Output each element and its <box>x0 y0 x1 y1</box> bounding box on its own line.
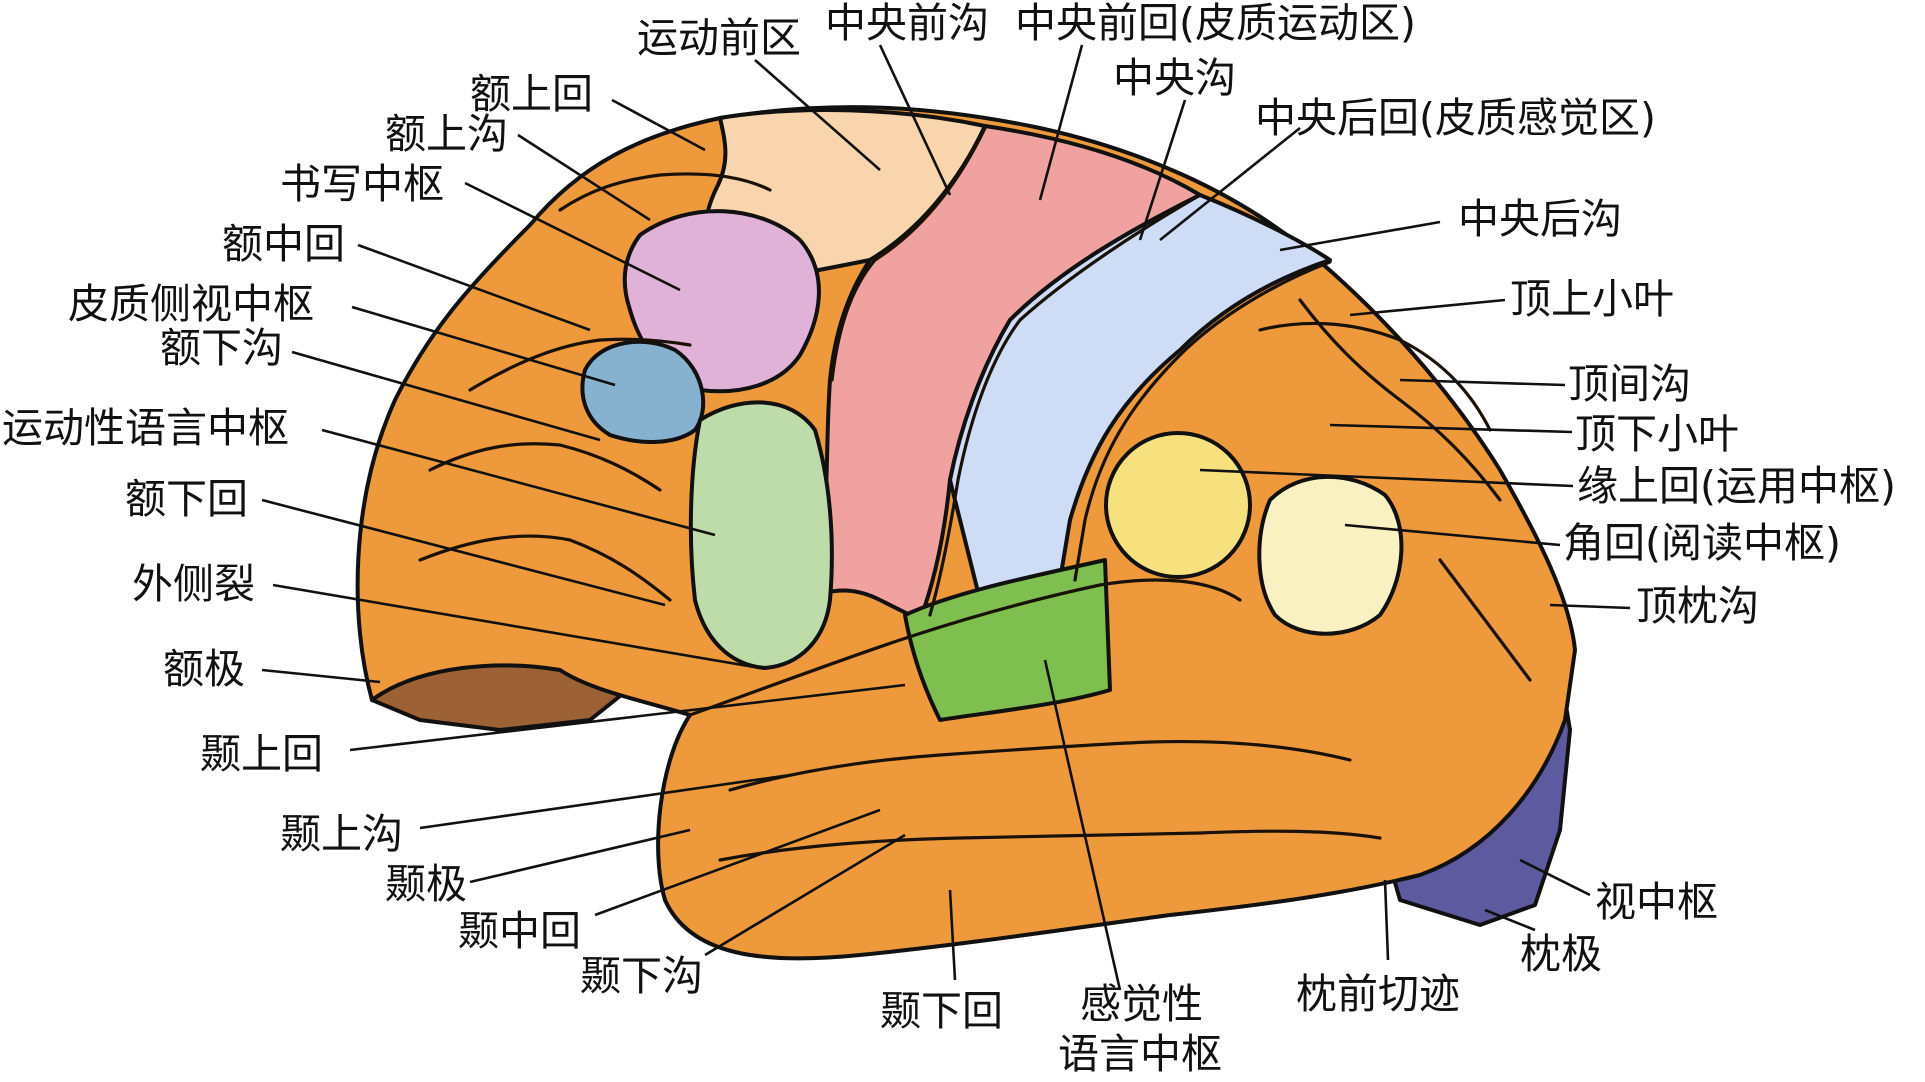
label-inferior-temporal-sulcus: 颞下沟 <box>580 952 703 1000</box>
label-precentral-gyrus: 中央前回(皮质运动区) <box>1015 0 1416 47</box>
leader-lateral-sulcus <box>272 583 761 670</box>
label-angular-gyrus: 角回(阅读中枢) <box>1563 519 1841 567</box>
leader-sensory-speech-center <box>1043 659 1122 991</box>
postcentral-gyrus-region <box>948 193 1332 602</box>
leader-postcentral-gyrus <box>1159 126 1301 242</box>
sensory-speech-center-region <box>903 558 1112 722</box>
leader-superior-frontal-gyrus <box>611 98 706 152</box>
parieto-occipital-sulcus-line <box>1438 558 1532 682</box>
label-superior-parietal-lobule: 顶上小叶 <box>1510 275 1674 323</box>
leader-visual-center <box>1519 858 1591 897</box>
leader-angular-gyrus <box>1344 523 1561 547</box>
leader-central-sulcus <box>1138 99 1187 241</box>
leader-parieto-occipital-sulcus <box>1549 603 1631 610</box>
label-superior-frontal-sulcus: 额上沟 <box>385 110 508 158</box>
lateral-sulcus-line <box>688 578 1242 717</box>
superior-temporal-sulcus-line <box>728 739 1352 792</box>
label-intraparietal-sulcus: 顶间沟 <box>1568 360 1691 408</box>
label-inferior-temporal-gyrus: 颞下回 <box>880 987 1003 1035</box>
leader-superior-temporal-gyrus <box>349 683 906 752</box>
label-superior-temporal-gyrus: 颞上回 <box>200 730 323 778</box>
label-precentral-sulcus: 中央前沟 <box>825 0 989 47</box>
leader-superior-temporal-sulcus <box>419 773 791 830</box>
sulci-lines <box>418 126 1532 862</box>
leader-lines <box>261 44 1631 991</box>
leader-superior-parietal-lobule <box>1349 298 1506 317</box>
leader-writing-center <box>464 181 681 292</box>
inferior-frontal-sulcus-line <box>468 337 692 392</box>
label-sensory-speech-center-line1: 感觉性 <box>1080 980 1203 1028</box>
leader-supramarginal-gyrus <box>1199 468 1574 488</box>
supramarginal-gyrus-region <box>1104 431 1252 579</box>
label-middle-frontal-gyrus: 额中回 <box>222 220 345 268</box>
leader-postcentral-sulcus <box>1279 220 1441 252</box>
leader-inferior-frontal-sulcus <box>291 350 601 442</box>
leader-motor-speech-center <box>321 428 716 537</box>
leader-intraparietal-sulcus <box>1399 378 1566 387</box>
precentral-sulcus-line <box>830 126 987 382</box>
postcentral-sulcus-line <box>1073 260 1332 582</box>
label-middle-temporal-gyrus: 颞中回 <box>458 907 581 955</box>
label-motor-speech-center: 运动性语言中枢 <box>2 404 289 452</box>
label-inferior-frontal-sulcus: 额下沟 <box>160 324 283 372</box>
label-inferior-frontal-gyrus: 额下回 <box>125 475 248 523</box>
label-superior-frontal-gyrus: 额上回 <box>470 70 593 118</box>
leader-inferior-frontal-gyrus <box>261 498 666 607</box>
label-temporal-pole: 颞极 <box>385 860 467 908</box>
lateral-gaze-center-region <box>580 339 706 444</box>
label-postcentral-gyrus: 中央后回(皮质感觉区) <box>1255 94 1656 142</box>
brain-illustration <box>355 105 1577 961</box>
leader-inferior-temporal-sulcus <box>704 833 906 957</box>
label-sensory-speech-center-line2: 语言中枢 <box>1058 1030 1222 1078</box>
leader-frontal-pole <box>261 668 381 684</box>
label-postcentral-sulcus: 中央后沟 <box>1458 195 1622 243</box>
intraparietal-sulcus-line <box>1298 298 1502 502</box>
leader-superior-frontal-sulcus <box>517 133 651 222</box>
label-frontal-pole: 额极 <box>163 645 245 693</box>
angular-gyrus-region <box>1257 474 1404 636</box>
leader-inferior-temporal-gyrus <box>948 889 957 981</box>
label-inferior-parietal-lobule: 顶下小叶 <box>1575 410 1739 458</box>
leader-preoccipital-notch <box>1383 879 1390 961</box>
central-sulcus-line <box>928 196 1197 617</box>
superior-frontal-sulcus-line <box>558 172 772 212</box>
label-lateral-gaze-center: 皮质侧视中枢 <box>68 280 314 328</box>
label-lateral-sulcus: 外侧裂 <box>132 560 255 608</box>
label-central-sulcus: 中央沟 <box>1113 54 1236 102</box>
leader-inferior-parietal-lobule <box>1329 423 1573 434</box>
label-parieto-occipital-sulcus: 顶枕沟 <box>1636 582 1759 630</box>
motor-speech-center-region <box>688 400 834 670</box>
leader-precentral-sulcus <box>878 44 952 196</box>
leader-temporal-pole <box>469 828 691 884</box>
label-visual-center: 视中枢 <box>1595 878 1718 926</box>
frontal-fold-line-2 <box>418 534 672 602</box>
leader-precentral-gyrus <box>1038 44 1084 201</box>
leader-lateral-gaze-center <box>351 305 616 387</box>
leader-middle-temporal-gyrus <box>594 808 881 917</box>
frontal-fold-line-1 <box>428 442 662 492</box>
label-superior-temporal-sulcus: 颞上沟 <box>280 810 403 858</box>
writing-center-region <box>622 209 821 394</box>
parietal-fold-line <box>1258 321 1492 432</box>
leader-premotor-area <box>754 59 881 171</box>
label-occipital-pole: 枕极 <box>1520 930 1602 978</box>
label-supramarginal-gyrus: 缘上回(运用中枢) <box>1577 462 1896 510</box>
leader-middle-frontal-gyrus <box>357 243 591 332</box>
label-premotor-area: 运动前区 <box>637 14 801 62</box>
label-preoccipital-notch: 枕前切迹 <box>1296 970 1460 1018</box>
inferior-temporal-sulcus-line <box>718 829 1382 862</box>
label-writing-center: 书写中枢 <box>280 160 444 208</box>
leader-occipital-pole <box>1484 908 1536 932</box>
